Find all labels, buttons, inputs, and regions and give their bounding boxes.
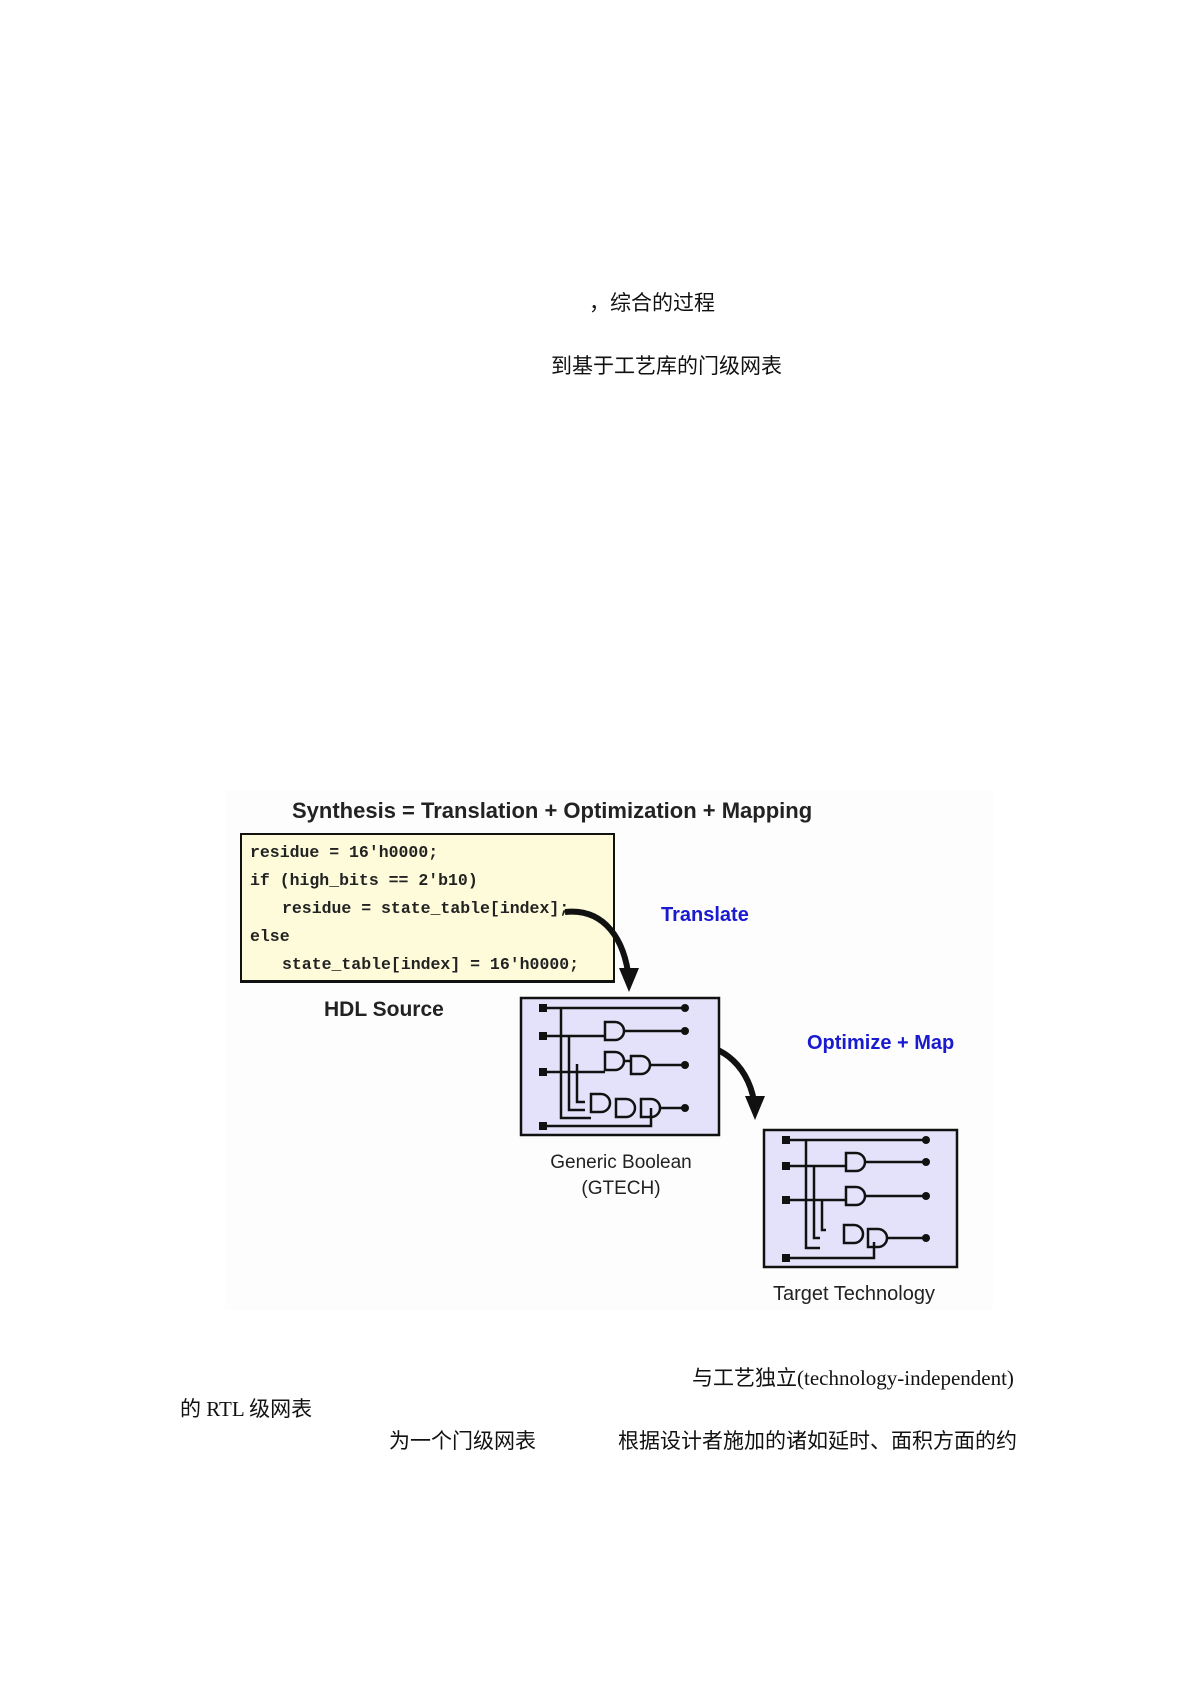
code-line: state_table[index] = 16'h0000; — [282, 955, 580, 974]
synthesis-figure: Synthesis = Translation + Optimization +… — [225, 790, 993, 1310]
code-line: residue = 16'h0000; — [250, 843, 439, 862]
text-line-rtl-netlist: 的 RTL 级网表 — [180, 1397, 313, 1421]
hdl-code-box: residue = 16'h0000; if (high_bits == 2'b… — [240, 833, 615, 983]
text-line-constraints: 根据设计者施加的诸如延时、面积方面的约 — [618, 1429, 1017, 1453]
optimize-arrowhead-icon — [745, 1096, 765, 1120]
gtech-label: Generic Boolean — [550, 1152, 692, 1173]
diagram-graphics — [519, 908, 959, 1269]
optimize-map-label: Optimize + Map — [807, 1032, 955, 1054]
target-technology-label: Target Technology — [773, 1283, 935, 1305]
gtech-sublabel: (GTECH) — [581, 1178, 661, 1199]
translate-label: Translate — [661, 904, 749, 926]
text-line-tech-independent: 与工艺独立(technology-independent) — [692, 1366, 1014, 1390]
translate-arrowhead-icon — [619, 968, 639, 992]
translate-arrow-icon — [564, 908, 632, 981]
text-line-gate-netlist: 到基于工艺库的门级网表 — [551, 354, 782, 378]
gtech-netlist-box — [519, 996, 721, 1137]
figure-title: Synthesis = Translation + Optimization +… — [292, 798, 813, 823]
code-line: else — [250, 927, 290, 946]
text-line-synthesis-process: ，综合的过程 — [589, 291, 715, 315]
code-line: if (high_bits == 2'b10) — [250, 871, 478, 890]
hdl-source-label: HDL Source — [324, 998, 444, 1021]
text-line-gate-level: 为一个门级网表 — [389, 1429, 536, 1453]
code-line: residue = state_table[index]; — [282, 899, 570, 918]
target-netlist-box — [762, 1128, 959, 1269]
